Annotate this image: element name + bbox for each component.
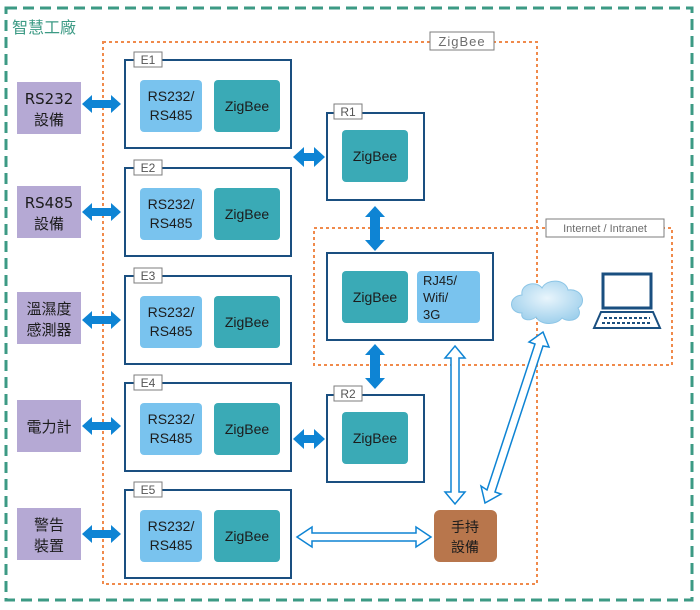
device-label: 感測器 bbox=[26, 321, 71, 339]
serial-module bbox=[140, 80, 202, 132]
device-label: 電力計 bbox=[26, 418, 71, 436]
device-rs232: RS232 設備 bbox=[17, 82, 81, 134]
handheld-device: 手持 設備 bbox=[434, 510, 497, 562]
endpoint-tag bbox=[133, 374, 163, 391]
serial-label: RS232/ bbox=[148, 411, 195, 427]
zigbee-label: ZigBee bbox=[225, 421, 270, 437]
endpoint-tag bbox=[133, 51, 163, 68]
endpoint-e5: E5 RS232/ RS485 ZigBee bbox=[124, 481, 292, 579]
router-tag bbox=[333, 385, 363, 402]
zigbee-label: ZigBee bbox=[225, 206, 270, 222]
serial-label: RS232/ bbox=[148, 304, 195, 320]
endpoint-tag bbox=[133, 481, 163, 498]
factory-title: 智慧工廠 bbox=[12, 18, 76, 37]
link-arrow-device-e5 bbox=[82, 525, 121, 543]
serial-label: RS485 bbox=[150, 323, 193, 339]
serial-module bbox=[140, 510, 202, 562]
zigbee-module bbox=[214, 296, 280, 348]
cloud-icon bbox=[511, 280, 583, 324]
link-arrow-r1-gateway bbox=[365, 206, 385, 251]
device-label: 警告 bbox=[34, 516, 64, 534]
endpoint-tag-label: E2 bbox=[141, 161, 156, 175]
device-label: 設備 bbox=[34, 215, 64, 233]
device-power-meter: 電力計 bbox=[17, 400, 81, 452]
link-arrow-e5-handheld bbox=[295, 525, 433, 549]
device-label: RS232 bbox=[25, 90, 74, 108]
router-tag-label: R1 bbox=[340, 105, 356, 119]
router-tag bbox=[333, 103, 363, 120]
endpoint-e2: E2 RS232/ RS485 ZigBee bbox=[124, 159, 292, 257]
serial-module bbox=[140, 296, 202, 348]
zigbee-label: ZigBee bbox=[353, 430, 398, 446]
zigbee-module bbox=[342, 412, 408, 464]
zigbee-label: ZigBee bbox=[353, 289, 398, 305]
serial-module bbox=[140, 403, 202, 455]
zigbee-module bbox=[214, 188, 280, 240]
device-alarm: 警告 裝置 bbox=[17, 508, 81, 560]
factory-frame bbox=[4, 6, 694, 602]
internet-zone-label: Internet / Intranet bbox=[563, 223, 647, 235]
serial-label: RS232/ bbox=[148, 88, 195, 104]
device-label: 設備 bbox=[34, 111, 64, 129]
handheld-label: 設備 bbox=[451, 540, 479, 556]
network-module bbox=[417, 271, 480, 323]
zigbee-module bbox=[214, 510, 280, 562]
network-label: Wifi/ bbox=[423, 290, 449, 305]
serial-module bbox=[140, 188, 202, 240]
endpoint-e4: E4 RS232/ RS485 ZigBee bbox=[124, 374, 292, 472]
network-label: RJ45/ bbox=[423, 273, 457, 288]
link-arrow-e4-r2 bbox=[293, 429, 325, 449]
device-label: RS485 bbox=[25, 194, 74, 212]
zigbee-label: ZigBee bbox=[225, 528, 270, 544]
link-arrow-device-e2 bbox=[82, 203, 121, 221]
link-arrow-r2-gateway bbox=[365, 344, 385, 389]
network-label: 3G bbox=[423, 307, 440, 322]
link-arrow-device-e3 bbox=[82, 311, 121, 329]
zigbee-label: ZigBee bbox=[225, 98, 270, 114]
link-arrow-device-e1 bbox=[82, 95, 121, 113]
serial-label: RS485 bbox=[150, 430, 193, 446]
serial-label: RS232/ bbox=[148, 196, 195, 212]
zigbee-module bbox=[342, 130, 408, 182]
serial-label: RS485 bbox=[150, 537, 193, 553]
router-r2: R2 ZigBee bbox=[326, 385, 425, 483]
zigbee-label: ZigBee bbox=[353, 148, 398, 164]
device-rs485: RS485 設備 bbox=[17, 186, 81, 238]
serial-label: RS485 bbox=[150, 107, 193, 123]
handheld-label: 手持 bbox=[451, 520, 479, 536]
internet-zone-tag bbox=[545, 218, 665, 238]
endpoint-tag-label: E5 bbox=[141, 483, 156, 497]
link-arrow-cloud-handheld bbox=[479, 330, 551, 505]
router-r1: R1 ZigBee bbox=[326, 103, 425, 201]
zigbee-label: ZigBee bbox=[225, 314, 270, 330]
laptop-icon bbox=[592, 272, 662, 329]
link-arrow-device-e4 bbox=[82, 417, 121, 435]
device-label: 裝置 bbox=[34, 537, 64, 555]
zigbee-module bbox=[214, 80, 280, 132]
endpoint-tag bbox=[133, 267, 163, 284]
gateway: ZigBee RJ45/ Wifi/ 3G bbox=[326, 252, 494, 341]
zigbee-zone-label: ZigBee bbox=[438, 34, 485, 49]
device-label: 溫濕度 bbox=[26, 300, 71, 318]
router-tag-label: R2 bbox=[340, 387, 356, 401]
internet-zone bbox=[313, 227, 673, 366]
zigbee-module bbox=[342, 271, 408, 323]
serial-label: RS485 bbox=[150, 215, 193, 231]
endpoint-e1: E1 RS232/ RS485 ZigBee bbox=[124, 51, 292, 149]
zigbee-zone-tag bbox=[429, 31, 495, 51]
serial-label: RS232/ bbox=[148, 518, 195, 534]
device-temperature-humidity-sensor: 溫濕度 感測器 bbox=[17, 292, 81, 344]
link-arrow-gateway-handheld bbox=[443, 344, 467, 506]
endpoint-tag-label: E3 bbox=[141, 269, 156, 283]
endpoint-tag-label: E4 bbox=[141, 376, 156, 390]
link-arrow-e1e2-r1 bbox=[293, 147, 325, 167]
endpoint-e3: E3 RS232/ RS485 ZigBee bbox=[124, 267, 292, 365]
endpoint-tag-label: E1 bbox=[141, 53, 156, 67]
zigbee-module bbox=[214, 403, 280, 455]
endpoint-tag bbox=[133, 159, 163, 176]
